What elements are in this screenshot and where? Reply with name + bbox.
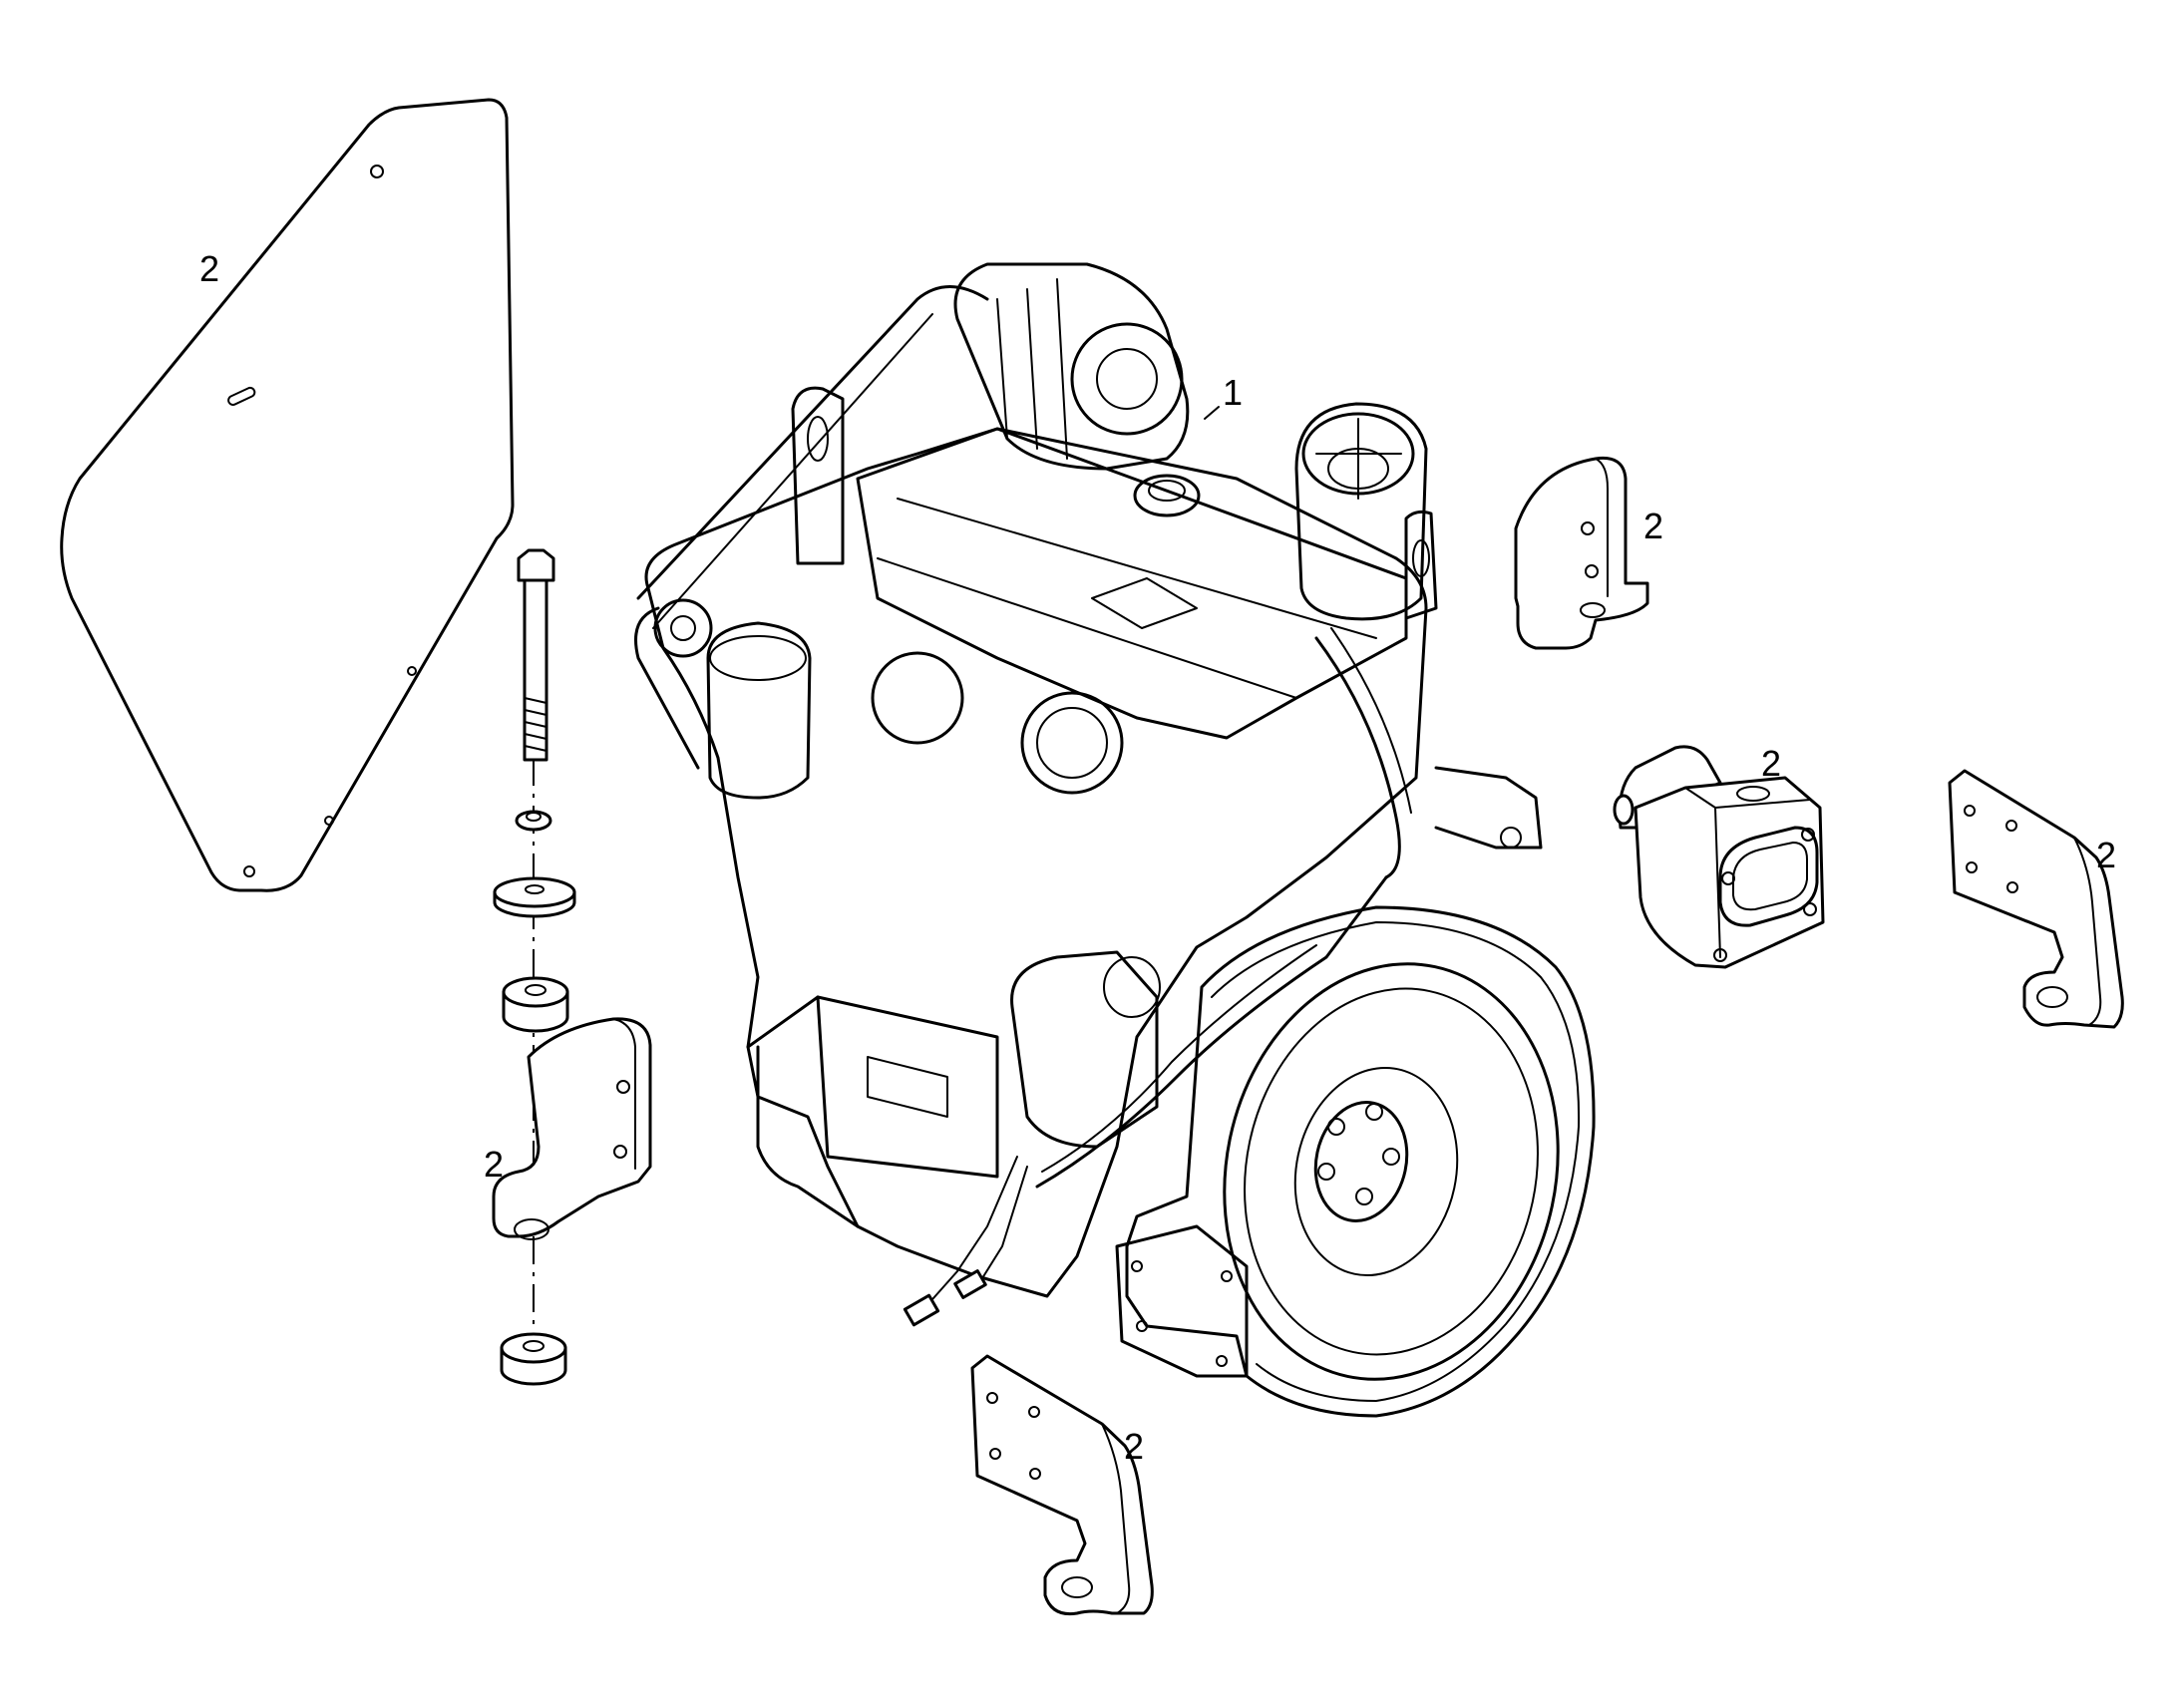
callout-bracket-far-right: 2 bbox=[2096, 835, 2117, 875]
mount-bracket-far-right bbox=[1948, 769, 2124, 1029]
callout-hydraulic-pump: 2 bbox=[1761, 743, 1782, 784]
engine-assembly bbox=[634, 262, 1596, 1418]
mount-bracket-bottom bbox=[970, 1354, 1154, 1616]
mount-bracket-left bbox=[492, 1017, 652, 1240]
callout-cover-plate: 2 bbox=[199, 248, 220, 289]
mount-bracket-top-right bbox=[1514, 456, 1649, 650]
callout-bracket-left: 2 bbox=[484, 1144, 505, 1185]
mount-hardware-stack bbox=[493, 548, 576, 1386]
hydraulic-pump bbox=[1613, 745, 1825, 969]
leader-line-engine bbox=[1204, 406, 1220, 420]
callout-engine: 1 bbox=[1223, 372, 1244, 413]
callout-bracket-top-right: 2 bbox=[1643, 506, 1664, 546]
callout-bracket-bottom: 2 bbox=[1124, 1426, 1145, 1467]
cover-plate bbox=[60, 98, 515, 892]
